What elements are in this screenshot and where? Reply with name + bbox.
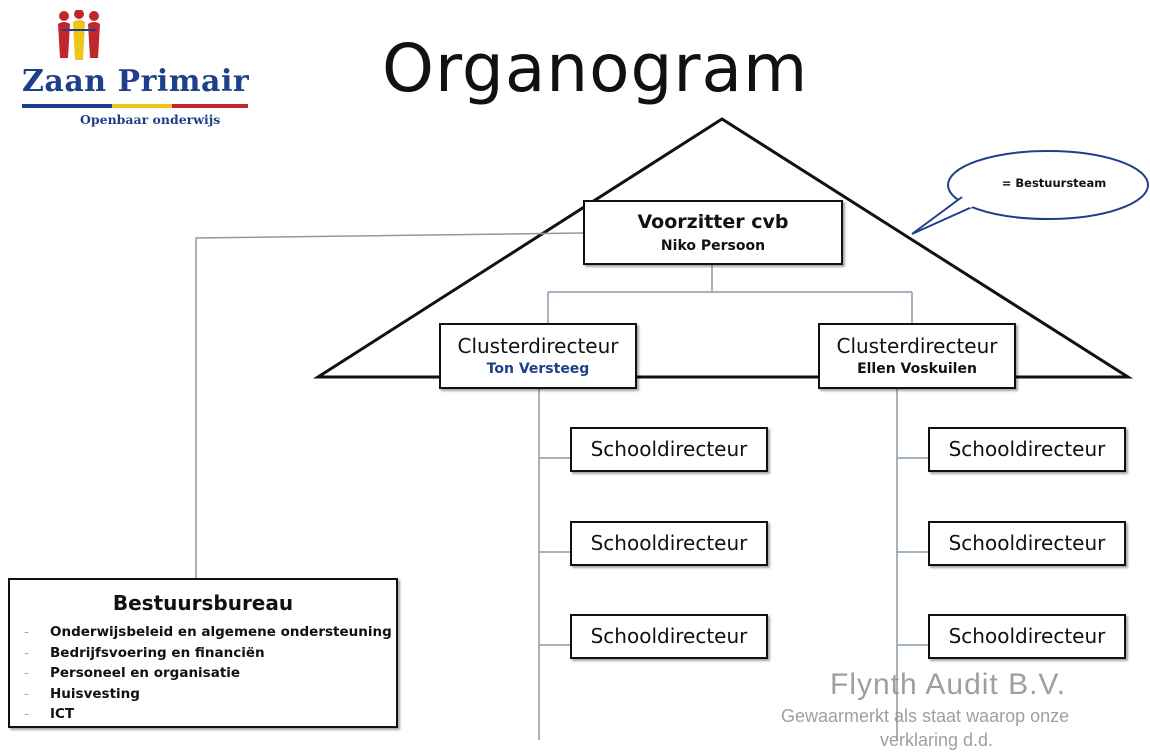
bureau-box: Bestuursbureau -Onderwijsbeleid en algem… <box>8 578 398 728</box>
logo-figures-icon <box>58 10 100 60</box>
bureau-title: Bestuursbureau <box>112 591 294 615</box>
school-director-box: Schooldirecteur <box>928 521 1126 566</box>
chair-role: Voorzitter cvb <box>637 211 789 233</box>
school-director-box: Schooldirecteur <box>570 427 768 472</box>
watermark-line: Gewaarmerkt als staat waarop onze <box>781 706 1070 726</box>
logo-subtitle: Openbaar onderwijs <box>80 112 221 127</box>
list-item: -Personeel en organisatie <box>24 665 241 681</box>
school-director-box: Schooldirecteur <box>928 427 1126 472</box>
chair-box: Voorzitter cvb Niko Persoon <box>583 200 843 265</box>
watermark-title: Flynth Audit B.V. <box>830 668 1067 701</box>
school-director-box: Schooldirecteur <box>570 614 768 659</box>
page-title: Organogram <box>382 30 809 107</box>
list-item: -Onderwijsbeleid en algemene ondersteuni… <box>24 624 392 640</box>
logo-name: Zaan Primair <box>22 64 250 99</box>
cluster-name: Ton Versteeg <box>486 361 590 377</box>
cluster-role: Clusterdirecteur <box>457 334 619 358</box>
watermark-line: verklaring d.d. <box>880 730 994 750</box>
cluster-role: Clusterdirecteur <box>836 334 998 358</box>
logo-underline <box>22 104 248 108</box>
list-item: -ICT <box>24 706 75 722</box>
callout-bubble <box>911 150 1149 235</box>
school-director-box: Schooldirecteur <box>570 521 768 566</box>
cluster-name: Ellen Voskuilen <box>857 361 977 377</box>
management-triangle <box>312 117 1134 379</box>
logo: Zaan Primair Openbaar onderwijs <box>18 8 253 128</box>
callout-label: = Bestuursteam <box>1001 176 1107 190</box>
school-director-box: Schooldirecteur <box>928 614 1126 659</box>
bureau-list: -Onderwijsbeleid en algemene ondersteuni… <box>24 622 392 725</box>
list-item: -Huisvesting <box>24 685 140 702</box>
list-item: -Bedrijfsvoering en financiën <box>24 644 265 661</box>
connector-lines <box>195 232 929 740</box>
cluster-box-left: Clusterdirecteur Ton Versteeg <box>439 323 637 389</box>
chair-name: Niko Persoon <box>660 238 766 254</box>
cluster-box-right: Clusterdirecteur Ellen Voskuilen <box>818 323 1016 389</box>
